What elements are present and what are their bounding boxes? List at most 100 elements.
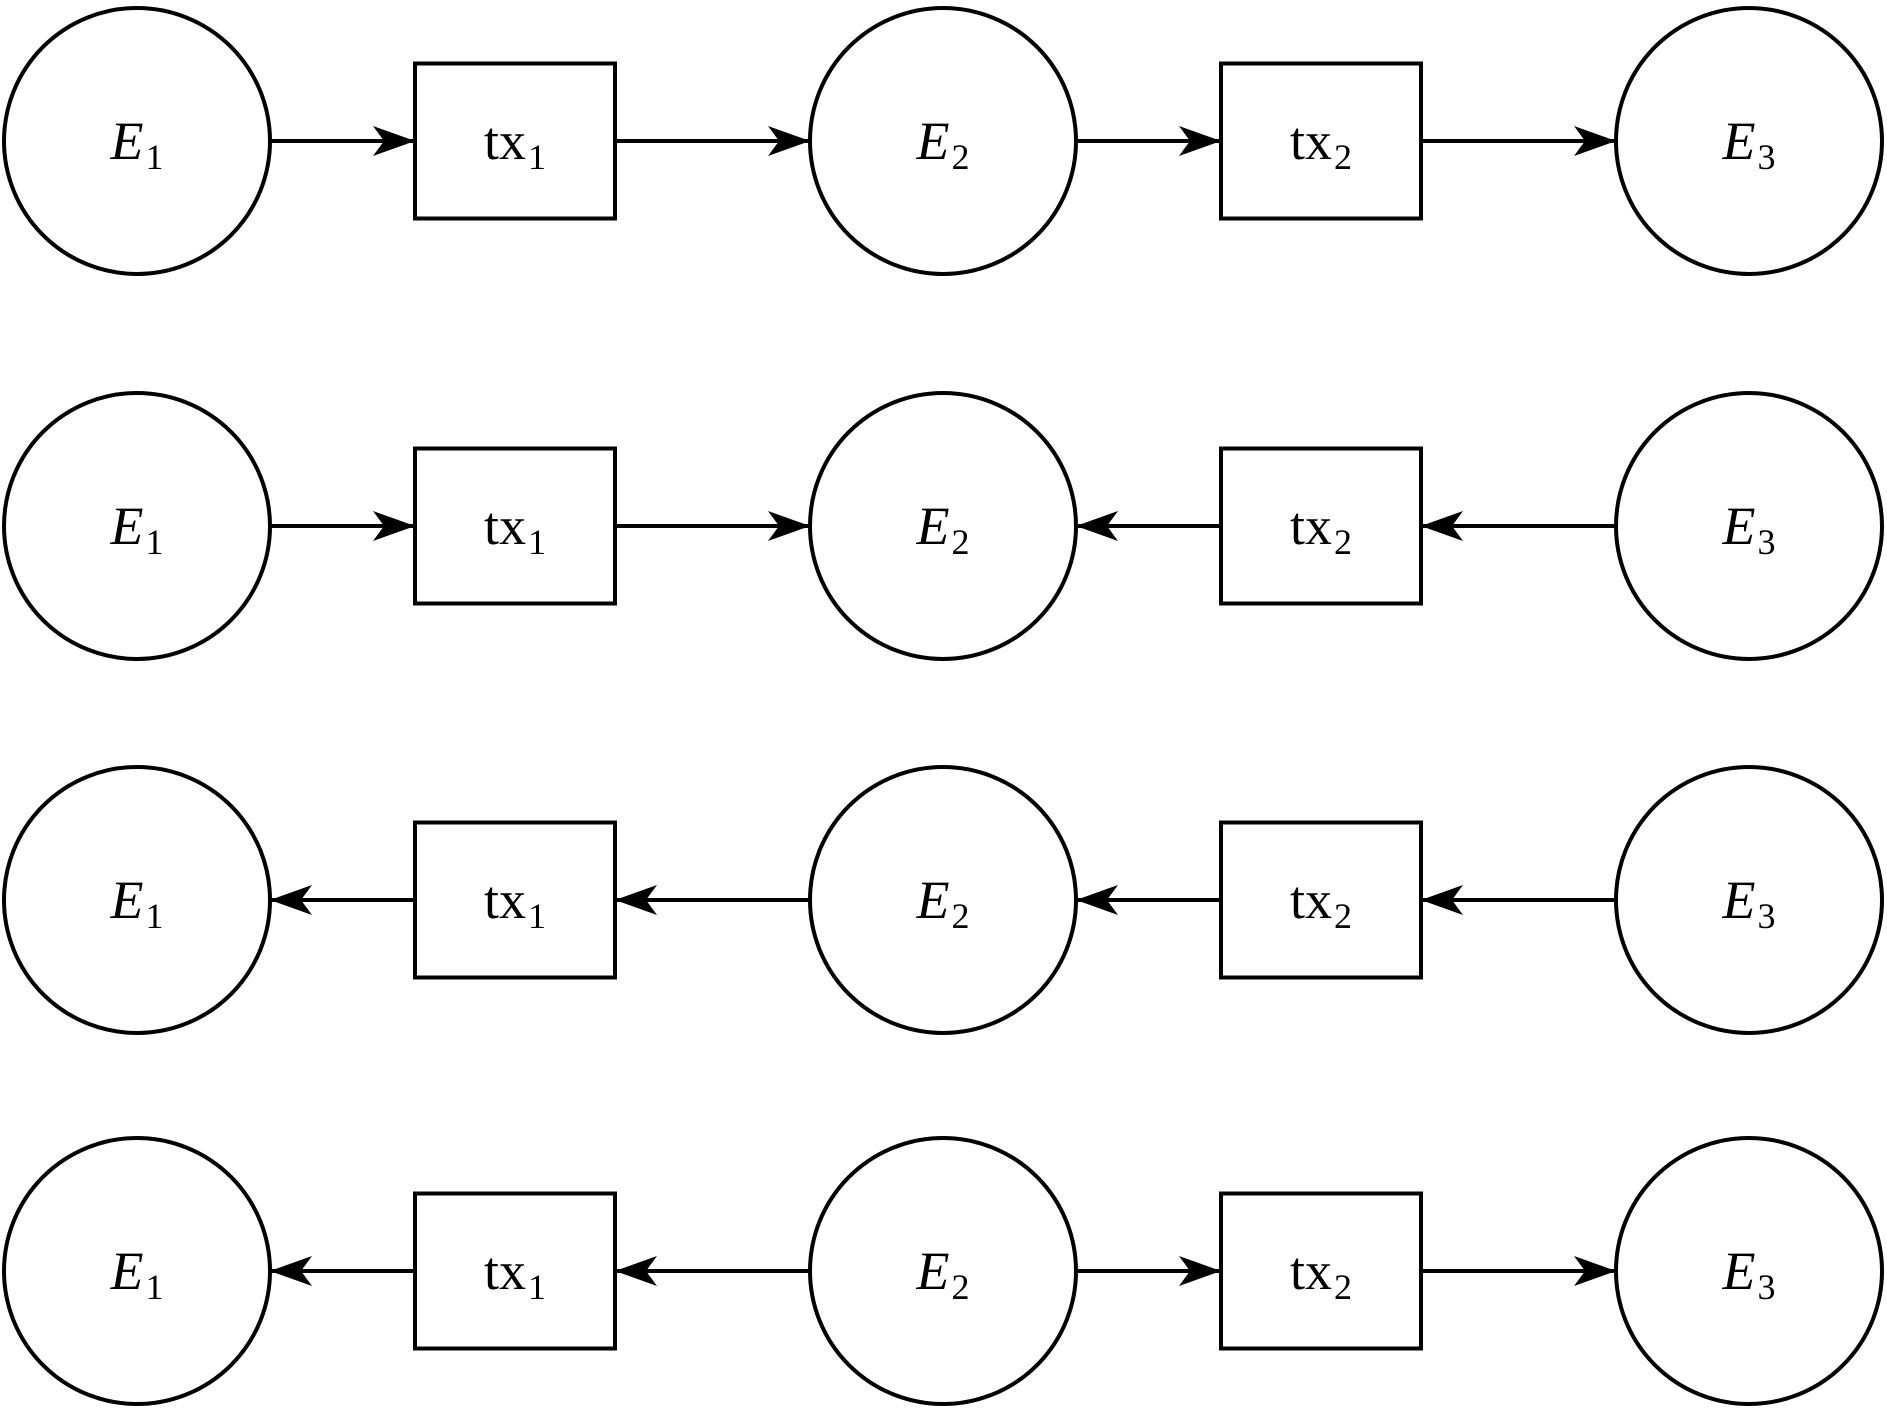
entity-node-e3-row-3-label-subscript: 3 [1758, 896, 1776, 936]
transaction-node-tx2-row-4-box [1219, 1191, 1423, 1351]
entity-node-e1-row-2-label-base: E [110, 496, 144, 556]
entity-node-e3-row-4-label: E3 [1722, 1241, 1776, 1307]
entity-node-e2-row-3-label-base: E [916, 870, 950, 930]
transaction-node-tx2-row-1: tx2 [1219, 61, 1423, 221]
transaction-node-tx1-row-1-label: tx1 [484, 111, 546, 177]
transaction-node-tx1-row-3-box [413, 820, 617, 980]
transaction-node-tx2-row-4-label: tx2 [1290, 1241, 1352, 1307]
entity-node-e1-row-1-label-subscript: 1 [146, 137, 164, 177]
transaction-node-tx1-row-3-label-subscript: 1 [528, 896, 546, 936]
entity-node-e2-row-1-label-base: E [916, 111, 950, 171]
entity-node-e1-row-2-circle [2, 391, 272, 661]
entity-node-e3-row-1-label-subscript: 3 [1758, 137, 1776, 177]
transaction-node-tx2-row-4-label-base: tx [1290, 1241, 1332, 1301]
entity-node-e2-row-3-label: E2 [916, 870, 970, 936]
entity-node-e3-row-4-label-subscript: 3 [1758, 1267, 1776, 1307]
transaction-node-tx2-row-2-label-base: tx [1290, 496, 1332, 556]
entity-node-e1-row-3-label-base: E [110, 870, 144, 930]
transaction-node-tx2-row-4-label-subscript: 2 [1334, 1267, 1352, 1307]
entity-node-e3-row-1-label-base: E [1722, 111, 1756, 171]
entity-node-e2-row-1-label: E2 [916, 111, 970, 177]
entity-node-e2-row-1-label-subscript: 2 [952, 137, 970, 177]
transaction-node-tx1-row-1: tx1 [413, 61, 617, 221]
entity-node-e1-row-1-label-base: E [110, 111, 144, 171]
entity-node-e1-row-4: E1 [2, 1136, 272, 1406]
entity-node-e3-row-4-circle [1614, 1136, 1884, 1406]
entity-node-e2-row-2-label-subscript: 2 [952, 522, 970, 562]
entity-node-e1-row-1-label: E1 [110, 111, 164, 177]
entity-node-e3-row-2: E3 [1614, 391, 1884, 661]
transaction-node-tx1-row-4-label: tx1 [484, 1241, 546, 1307]
entity-node-e3-row-2-label: E3 [1722, 496, 1776, 562]
entity-node-e3-row-3-label: E3 [1722, 870, 1776, 936]
transaction-node-tx1-row-1-box [413, 61, 617, 221]
transaction-node-tx2-row-2-label-subscript: 2 [1334, 522, 1352, 562]
entity-node-e1-row-2: E1 [2, 391, 272, 661]
transaction-node-tx2-row-3-label-subscript: 2 [1334, 896, 1352, 936]
entity-node-e2-row-4-label: E2 [916, 1241, 970, 1307]
entity-node-e1-row-2-label-subscript: 1 [146, 522, 164, 562]
entity-node-e3-row-4-label-base: E [1722, 1241, 1756, 1301]
entity-node-e2-row-2-label-base: E [916, 496, 950, 556]
transaction-node-tx1-row-2-label-subscript: 1 [528, 522, 546, 562]
transaction-node-tx2-row-1-label-subscript: 2 [1334, 137, 1352, 177]
entity-node-e3-row-3-label-base: E [1722, 870, 1756, 930]
transaction-node-tx2-row-4: tx2 [1219, 1191, 1423, 1351]
transaction-node-tx2-row-3-label: tx2 [1290, 870, 1352, 936]
entity-node-e1-row-4-label-base: E [110, 1241, 144, 1301]
entity-node-e2-row-2-label: E2 [916, 496, 970, 562]
transaction-node-tx1-row-3-label-base: tx [484, 870, 526, 930]
entity-node-e2-row-3: E2 [808, 765, 1078, 1035]
entity-node-e1-row-1-circle [2, 6, 272, 276]
entity-node-e3-row-1: E3 [1614, 6, 1884, 276]
entity-node-e2-row-4: E2 [808, 1136, 1078, 1406]
transaction-node-tx1-row-2-label-base: tx [484, 496, 526, 556]
transaction-node-tx1-row-1-label-base: tx [484, 111, 526, 171]
entity-node-e1-row-3: E1 [2, 765, 272, 1035]
transaction-node-tx1-row-4: tx1 [413, 1191, 617, 1351]
entity-node-e3-row-3-circle [1614, 765, 1884, 1035]
transaction-node-tx1-row-4-label-base: tx [484, 1241, 526, 1301]
transaction-node-tx1-row-1-label-subscript: 1 [528, 137, 546, 177]
transaction-node-tx1-row-2-box [413, 446, 617, 606]
transaction-node-tx2-row-3-label-base: tx [1290, 870, 1332, 930]
entity-node-e3-row-4: E3 [1614, 1136, 1884, 1406]
transaction-node-tx2-row-1-label-base: tx [1290, 111, 1332, 171]
entity-node-e3-row-2-circle [1614, 391, 1884, 661]
entity-node-e2-row-4-circle [808, 1136, 1078, 1406]
entity-node-e1-row-3-label: E1 [110, 870, 164, 936]
entity-node-e1-row-4-circle [2, 1136, 272, 1406]
transaction-node-tx2-row-1-label: tx2 [1290, 111, 1352, 177]
entity-node-e2-row-1: E2 [808, 6, 1078, 276]
entity-node-e1-row-1: E1 [2, 6, 272, 276]
transaction-node-tx1-row-4-box [413, 1191, 617, 1351]
transaction-node-tx2-row-3-box [1219, 820, 1423, 980]
entity-node-e2-row-3-circle [808, 765, 1078, 1035]
entity-node-e3-row-3: E3 [1614, 765, 1884, 1035]
entity-node-e2-row-4-label-subscript: 2 [952, 1267, 970, 1307]
entity-node-e2-row-4-label-base: E [916, 1241, 950, 1301]
entity-node-e3-row-1-label: E3 [1722, 111, 1776, 177]
transaction-node-tx1-row-2: tx1 [413, 446, 617, 606]
transaction-node-tx2-row-3: tx2 [1219, 820, 1423, 980]
entity-node-e1-row-4-label: E1 [110, 1241, 164, 1307]
entity-node-e2-row-3-label-subscript: 2 [952, 896, 970, 936]
entity-node-e1-row-3-label-subscript: 1 [146, 896, 164, 936]
transaction-node-tx1-row-3-label: tx1 [484, 870, 546, 936]
entity-node-e1-row-4-label-subscript: 1 [146, 1267, 164, 1307]
entity-node-e1-row-2-label: E1 [110, 496, 164, 562]
transaction-node-tx1-row-4-label-subscript: 1 [528, 1267, 546, 1307]
entity-node-e2-row-2-circle [808, 391, 1078, 661]
transaction-node-tx2-row-2-box [1219, 446, 1423, 606]
entity-node-e3-row-2-label-base: E [1722, 496, 1756, 556]
transaction-node-tx2-row-1-box [1219, 61, 1423, 221]
entity-node-e3-row-1-circle [1614, 6, 1884, 276]
transaction-node-tx1-row-3: tx1 [413, 820, 617, 980]
entity-node-e3-row-2-label-subscript: 3 [1758, 522, 1776, 562]
transaction-node-tx2-row-2-label: tx2 [1290, 496, 1352, 562]
